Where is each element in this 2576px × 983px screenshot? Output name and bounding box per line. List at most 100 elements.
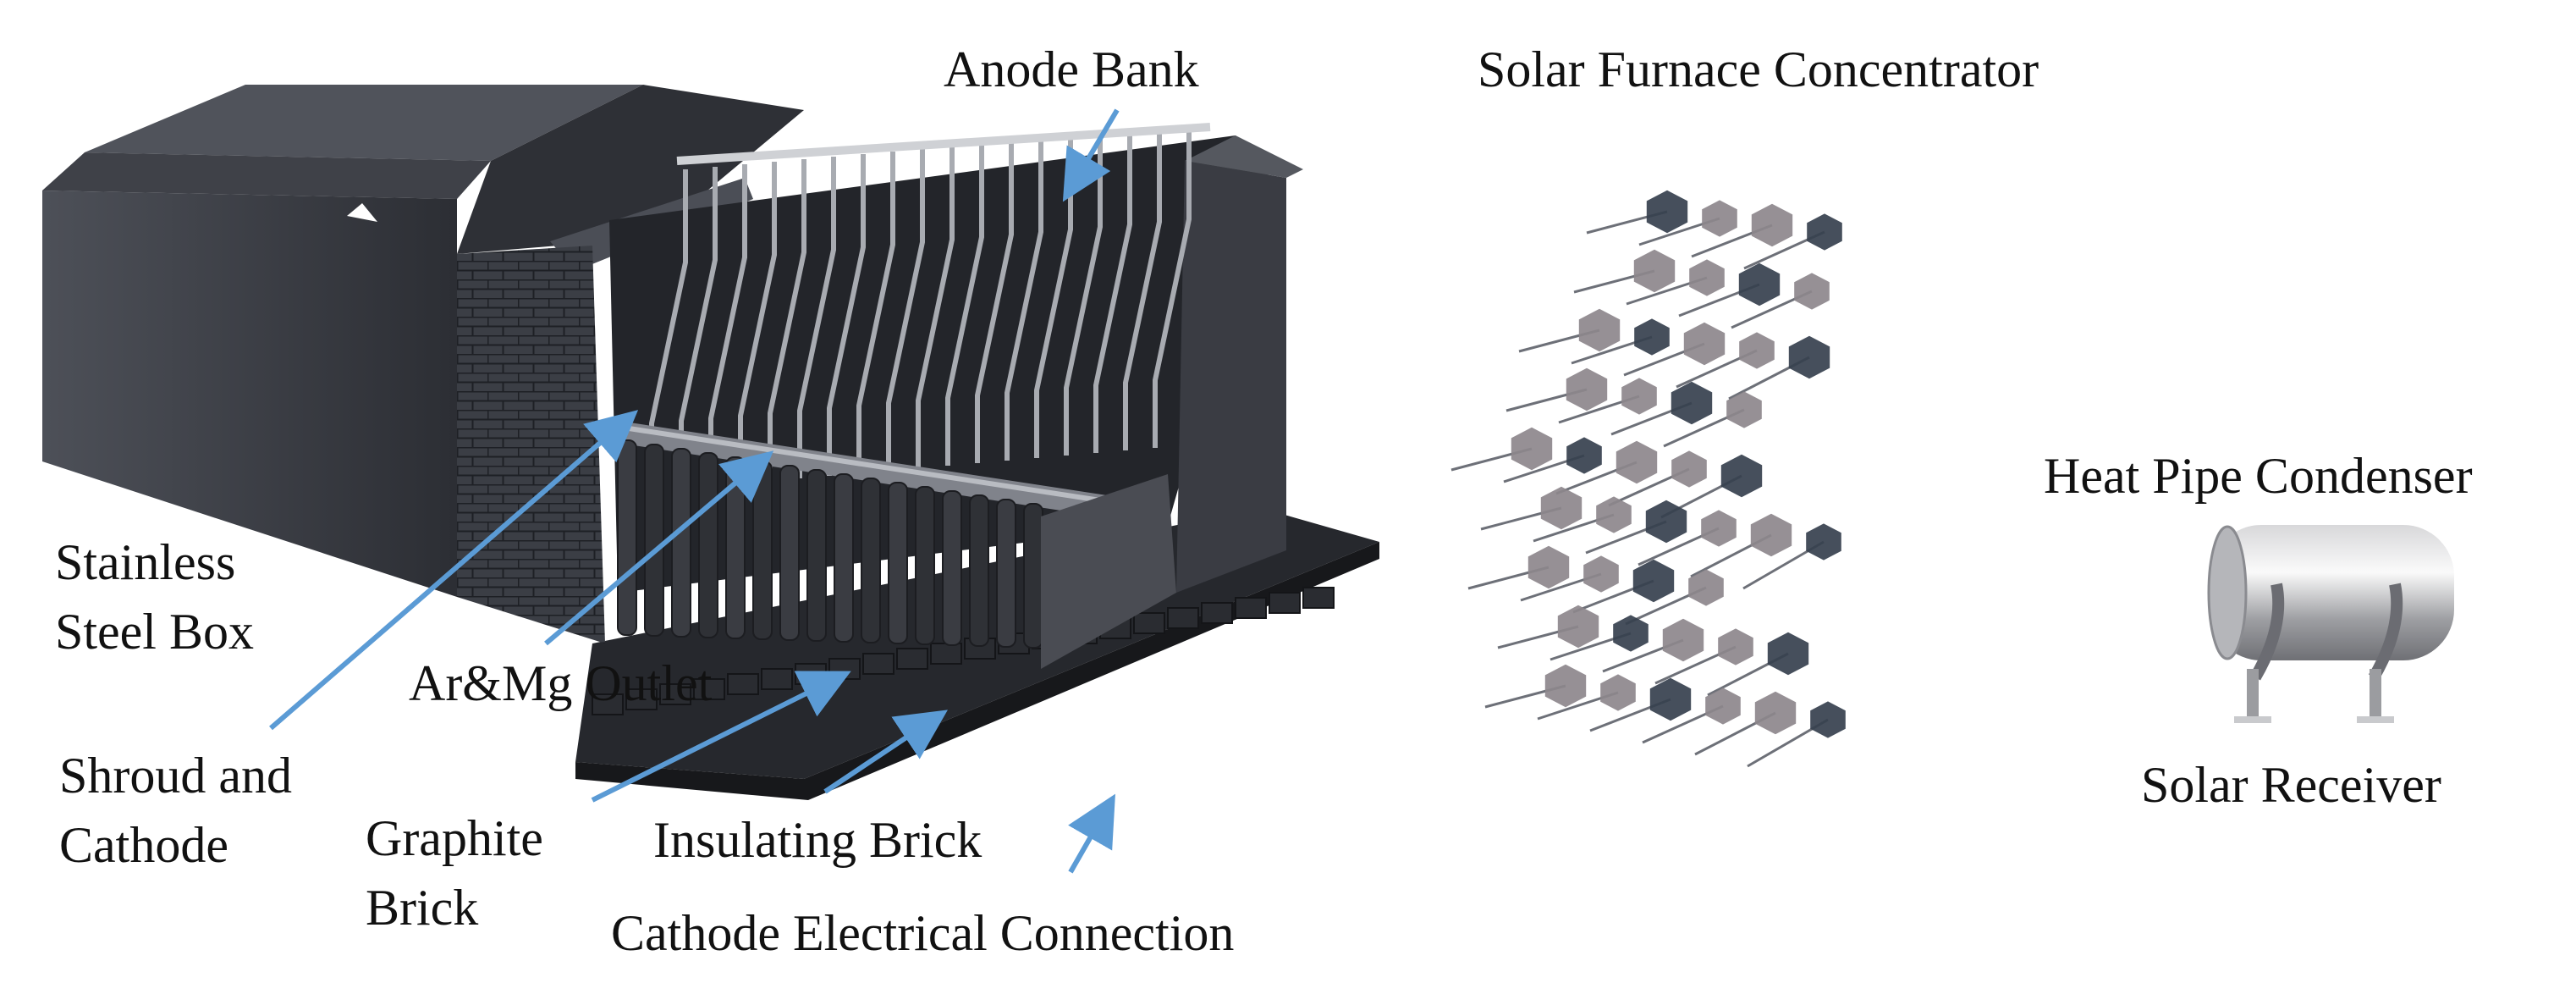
cathode-plate — [861, 478, 881, 643]
heliostat-mirror — [1738, 262, 1781, 306]
anode-rod — [1093, 131, 1132, 453]
cathode-plate — [942, 490, 962, 646]
insulating-brick — [1201, 602, 1233, 624]
heliostat-mirror — [1583, 555, 1619, 593]
anode-rod — [1153, 126, 1192, 448]
cathode-plate — [806, 469, 827, 642]
insulating-brick — [930, 643, 962, 665]
anode-rod — [827, 154, 866, 476]
cathode-plate — [779, 465, 800, 641]
anode-rod — [1005, 139, 1043, 461]
brick-wall — [457, 246, 605, 643]
label-solar-furnace-concentrator: Solar Furnace Concentrator — [1478, 41, 2039, 97]
label-cathode-electrical-connection: Cathode Electrical Connection — [611, 905, 1235, 961]
heliostat-mirror — [1613, 615, 1649, 652]
heliostat-mirror — [1702, 200, 1737, 237]
heliostat-mirror — [1688, 569, 1724, 606]
electrolysis-cell — [42, 85, 1379, 800]
heliostat-mirror — [1649, 677, 1692, 721]
heliostat-mirror — [1671, 450, 1707, 488]
anode-rod — [916, 146, 955, 468]
insulating-brick — [625, 688, 658, 710]
anode-rod — [945, 144, 984, 466]
heat-pipe-condenser — [2207, 525, 2454, 723]
insulating-brick — [1269, 592, 1301, 614]
cathode-plate — [915, 486, 935, 645]
leader-arrows — [269, 108, 1120, 874]
label-graphite-brick-line2: Brick — [366, 880, 479, 936]
heliostat-mirror — [1634, 318, 1670, 356]
heliostat-mirror — [1511, 427, 1553, 471]
insulating-brick — [693, 678, 725, 700]
cathode-plate — [1023, 503, 1043, 649]
arrow-cathode-electrical-connection — [1068, 793, 1115, 874]
label-stainless-steel-box-line1: Stainless — [55, 534, 236, 590]
heliostat-mirror — [1810, 701, 1846, 738]
heliostat-mirror — [1662, 618, 1704, 662]
label-ar-mg-outlet: Ar&Mg Outlet — [409, 655, 713, 711]
heliostat-mirror — [1646, 190, 1688, 234]
label-heat-pipe-condenser: Heat Pipe Condenser — [2044, 448, 2473, 504]
heliostat-mirror — [1718, 628, 1753, 665]
insulating-brick — [1302, 587, 1335, 609]
anode-rod — [856, 152, 895, 473]
insulating-brick — [828, 658, 861, 680]
arrow-insulating-brick — [823, 710, 948, 794]
heliostat-mirror — [1751, 203, 1793, 247]
label-anode-bank: Anode Bank — [944, 41, 1199, 97]
insulating-brick — [1235, 597, 1267, 619]
heliostat-mirror — [1750, 513, 1792, 557]
heliostat-mirror — [1689, 259, 1725, 296]
heliostat-mirror — [1754, 691, 1797, 735]
insulating-brick — [896, 648, 928, 670]
heliostat-mirror — [1596, 496, 1632, 533]
insulating-brick — [1133, 612, 1165, 634]
graphite-brick-plates — [617, 439, 1043, 649]
insulating-brick — [795, 663, 827, 685]
anode-rod — [1123, 129, 1162, 450]
heliostat-mirror — [1806, 523, 1841, 561]
cathode-plate — [996, 499, 1016, 648]
heliostat-mirror — [1671, 381, 1713, 425]
label-solar-receiver: Solar Receiver — [2141, 757, 2441, 813]
insulating-brick — [592, 693, 624, 715]
heliostat-mirror — [1701, 510, 1737, 547]
heliostat-mirror — [1807, 213, 1842, 251]
stainless-steel-box-top — [85, 85, 643, 161]
heliostat-mirror — [1544, 664, 1587, 708]
label-graphite-brick-line1: Graphite — [366, 810, 543, 866]
arrow-ar-mg-outlet — [544, 450, 774, 646]
heliostat-mirror — [1720, 454, 1763, 498]
cathode-plate — [698, 452, 718, 638]
solar-furnace-concentrator — [1450, 190, 1846, 768]
insulating-brick — [1167, 607, 1199, 629]
label-insulating-brick: Insulating Brick — [653, 812, 983, 868]
anode-rod — [975, 141, 1014, 463]
insulating-brick — [862, 653, 894, 675]
arrow-shroud-cathode — [269, 410, 639, 731]
anode-rod — [797, 157, 836, 478]
heliostat-mirror — [1540, 486, 1582, 530]
label-stainless-steel-box-line2: Steel Box — [55, 604, 254, 660]
heliostat-mirror — [1557, 605, 1599, 649]
insulating-brick — [659, 683, 691, 705]
cathode-plate — [671, 448, 691, 638]
heliostat-mirror — [1705, 688, 1741, 725]
anode-rod — [886, 149, 925, 471]
heliostat-mirror — [1566, 367, 1608, 411]
arrow-anode-bank — [1062, 108, 1120, 202]
heliostat-mirror — [1633, 249, 1676, 293]
label-shroud-cathode-line1: Shroud and — [59, 748, 292, 804]
heliostat-mirror — [1739, 332, 1775, 369]
ar-mg-outlet-pipe — [607, 421, 1128, 519]
cathode-plate — [969, 494, 989, 647]
heliostat-mirror — [1794, 273, 1830, 310]
heliostat-mirror — [1632, 559, 1675, 603]
heliostat-mirror — [1621, 378, 1657, 415]
cathode-plate — [888, 482, 908, 644]
heliostat-mirror — [1600, 674, 1636, 711]
right-wall-panel — [1176, 161, 1286, 593]
anode-bank — [649, 123, 1211, 491]
heliostat-mirror — [1566, 437, 1602, 474]
